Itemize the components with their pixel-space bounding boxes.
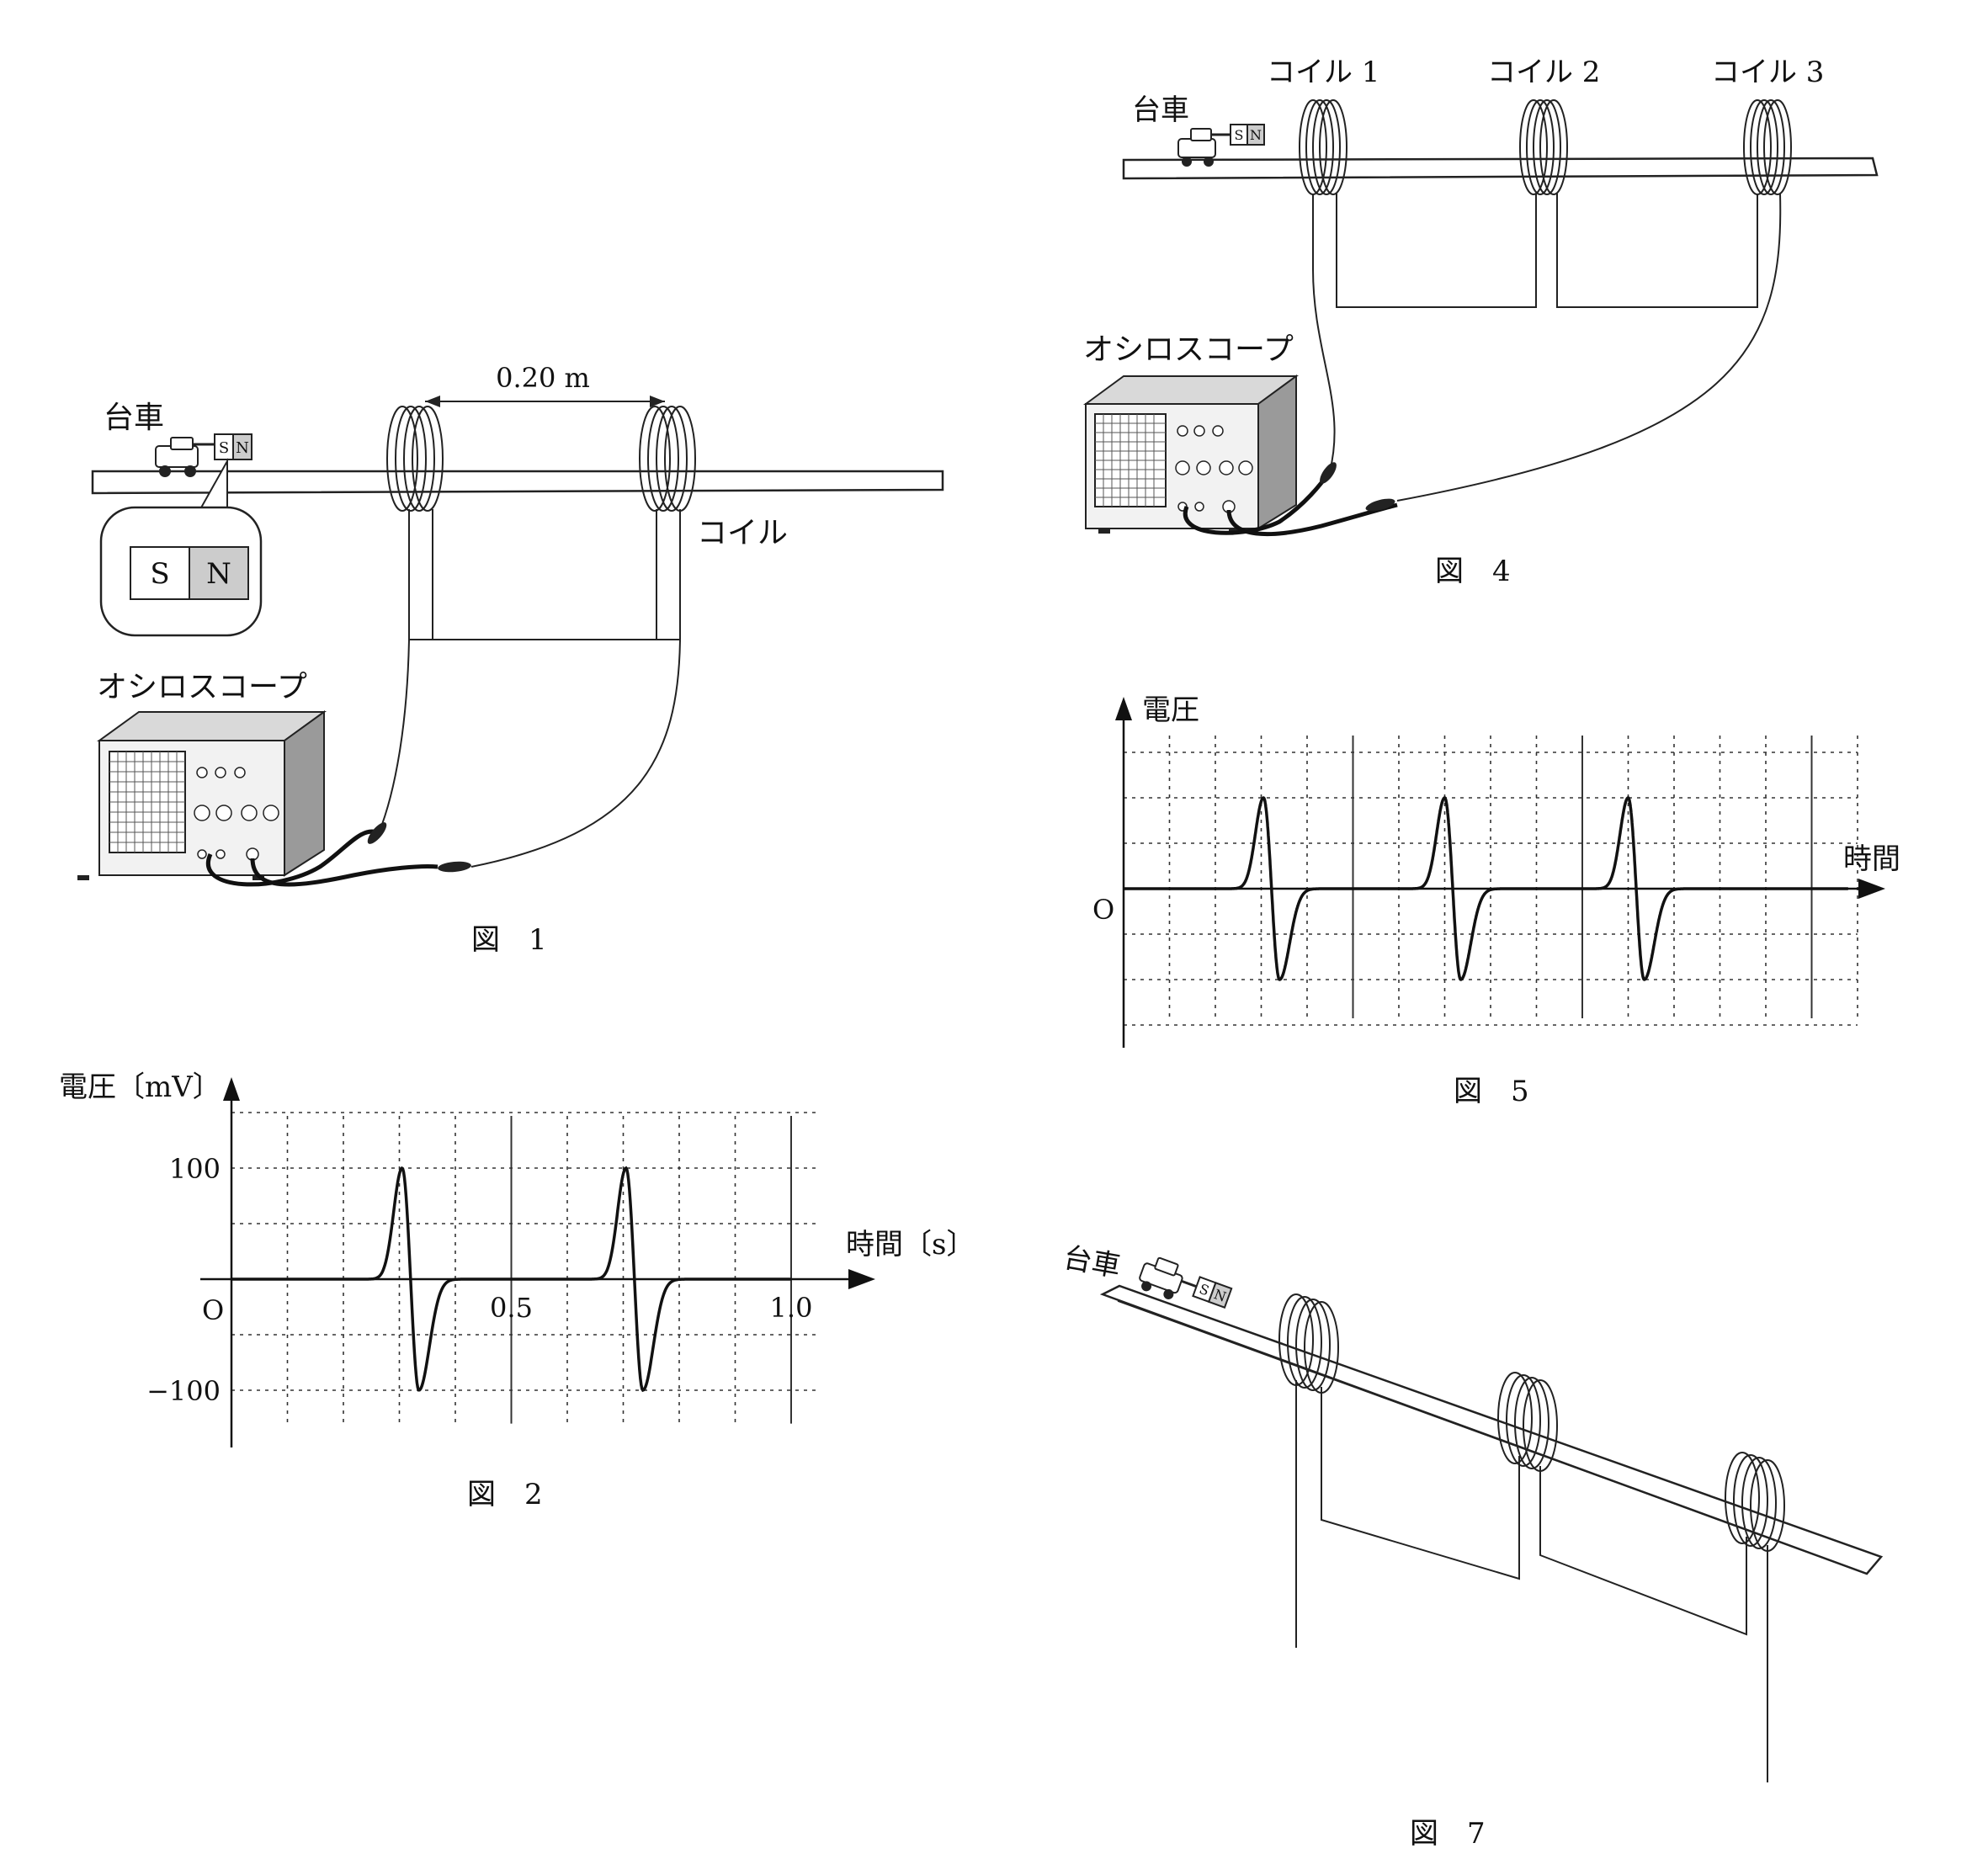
fig1-scope-label: オシロスコープ — [97, 670, 307, 704]
fig5-xlabel: 時間 — [1843, 842, 1900, 876]
fig5-axes — [1115, 697, 1885, 1048]
fig4-rail — [1122, 157, 1879, 180]
figure-4: S N — [1082, 56, 1879, 588]
fig2-xtick-label: 1.0 — [770, 1292, 813, 1324]
fig1-coil-left — [386, 406, 444, 512]
fig2-ytick-label: −100 — [146, 1375, 221, 1407]
fig4-magnet: S N — [1230, 124, 1265, 146]
fig1-coil-label: コイル — [697, 516, 788, 550]
fig1-magnet-s: S — [219, 439, 229, 457]
fig2-ylabel: 電圧〔mV〕 — [59, 1070, 221, 1104]
fig4-oscilloscope — [1082, 374, 1300, 534]
fig7-wires — [1295, 1380, 1768, 1782]
fig2-origin: O — [202, 1294, 224, 1326]
figure-5: 電圧 時間 O 図 5 — [1092, 693, 1900, 1108]
fig1-probe-cables — [206, 829, 439, 887]
fig5-caption: 図 5 — [1454, 1075, 1529, 1108]
fig5-y-arrow — [1115, 697, 1132, 720]
fig1-cart-label: 台車 — [104, 401, 164, 435]
fig1-distance-label: 0.20 m — [496, 362, 590, 394]
fig4-coil-1 — [1299, 99, 1347, 195]
fig1-oscilloscope: オシロスコープ — [77, 670, 327, 880]
fig4-magnet-n: N — [1250, 127, 1262, 143]
fig2-x-arrow — [848, 1269, 875, 1289]
fig7-cart: S N — [1139, 1256, 1233, 1309]
fig2-xtick-label: 0.5 — [490, 1292, 533, 1324]
fig4-caption: 図 4 — [1435, 555, 1511, 588]
fig1-wires — [378, 509, 681, 868]
figure-2: 100 −100 0.5 1.0 電圧〔mV〕 時間〔s〕 O 図 2 — [59, 1070, 975, 1511]
figure-1: S N S N 0.20 m — [77, 362, 944, 957]
fig1-caption: 図 1 — [471, 923, 547, 957]
fig1-callout-n: N — [206, 557, 231, 591]
fig2-voltage-curve — [231, 1166, 791, 1393]
fig5-origin: O — [1092, 894, 1114, 926]
fig2-grid — [231, 1112, 816, 1424]
fig4-cart-label: 台車 — [1132, 93, 1189, 127]
fig2-ytick-label: 100 — [169, 1153, 221, 1185]
fig4-scope-label: オシロスコープ — [1083, 332, 1294, 367]
fig4-cart — [1177, 128, 1231, 167]
fig1-callout-s: S — [150, 557, 169, 591]
fig2-tick-labels: 100 −100 0.5 1.0 — [146, 1153, 812, 1407]
fig2-xlabel: 時間〔s〕 — [846, 1228, 975, 1261]
fig7-caption: 図 7 — [1410, 1817, 1486, 1851]
fig7-coil-2 — [1497, 1372, 1558, 1472]
fig5-voltage-curve — [1124, 796, 1848, 981]
fig1-magnet-callout: S N — [99, 458, 263, 637]
fig5-x-arrow — [1858, 879, 1885, 899]
fig4-coil2-label: コイル 2 — [1487, 56, 1600, 89]
fig7-coil-3 — [1725, 1452, 1785, 1552]
fig2-caption: 図 2 — [467, 1478, 543, 1511]
fig2-axes — [200, 1077, 875, 1447]
fig1-magnet: S N — [214, 433, 252, 460]
fig2-y-arrow — [223, 1077, 240, 1101]
figure-7: S N 台車 図 7 — [1060, 1240, 1884, 1851]
fig4-coil3-label: コイル 3 — [1711, 56, 1824, 89]
fig7-rail — [1099, 1284, 1884, 1575]
fig1-coil-right — [639, 406, 696, 512]
fig5-grid — [1124, 736, 1858, 1026]
fig1-distance-arrow: 0.20 m — [425, 362, 665, 407]
fig4-wires — [1312, 193, 1782, 502]
fig7-magnet-n: N — [1212, 1286, 1229, 1305]
fig1-cart — [155, 437, 215, 477]
fig4-coil-3 — [1743, 99, 1792, 195]
fig7-cart-label: 台車 — [1060, 1240, 1123, 1283]
fig4-magnet-s: S — [1235, 127, 1244, 143]
fig1-magnet-n: N — [236, 439, 249, 457]
fig4-coil1-label: コイル 1 — [1267, 56, 1379, 89]
fig4-coil-2 — [1519, 99, 1568, 195]
fig5-ylabel: 電圧 — [1142, 693, 1199, 727]
